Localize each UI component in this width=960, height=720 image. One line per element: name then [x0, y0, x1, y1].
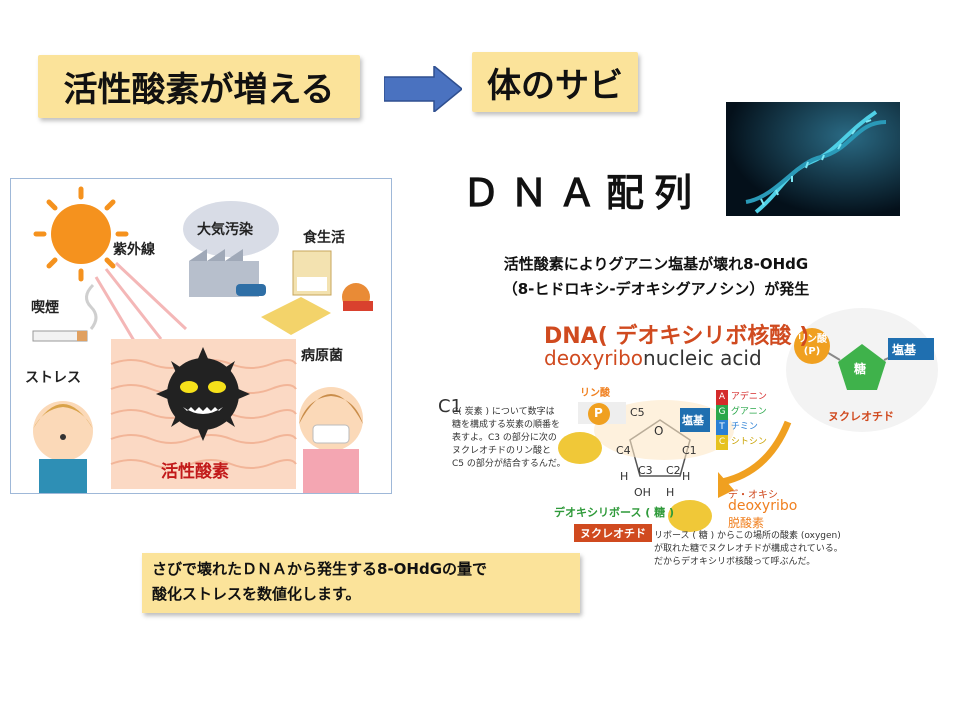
pentagon-phosphate-sub: (P) — [803, 346, 821, 357]
sugar-pentagon-icon — [838, 344, 886, 390]
uv-label: 紫外線 — [113, 242, 155, 258]
ribose-explanation: リボース ( 糖 ) からこの場所の酸素 (oxygen) が取れた糖でヌクレオ… — [654, 531, 843, 567]
smoking-label: 喫煙 — [31, 300, 59, 316]
germs-label: 病原菌 — [301, 348, 343, 364]
dna-diagram-title: DNA( デオキシリボ核酸 ) — [544, 324, 810, 349]
base-cytosine: C シトシン — [716, 435, 767, 450]
stress-label: ストレス — [25, 370, 81, 386]
factory-icon — [183, 201, 279, 297]
phosphate-circle-icon — [794, 328, 830, 364]
pentagon-sugar-label: 糖 — [854, 362, 867, 376]
body-rust-label: 体のサビ — [472, 52, 638, 112]
mascot-left-icon — [558, 432, 602, 464]
c5-label: C5 — [630, 406, 645, 419]
oh-label: OH — [634, 486, 651, 499]
c2-label: C2 — [666, 464, 681, 477]
c1-label: C1 — [682, 444, 697, 457]
phosphate-label: リン酸 — [580, 388, 610, 399]
quantify-oxidative-stress-box: さびで壊れたＤＮＡから発生する8-OHdGの量で 酸化ストレスを数値化します。 — [142, 553, 580, 613]
cause-line-2: （8-ヒドロキシ-デオキシグアノシン）が発生 — [502, 280, 810, 298]
p-label: P — [594, 406, 603, 420]
o-label: O — [654, 424, 664, 438]
dna-sequence-title: ＤＮＡ配列 — [462, 171, 703, 215]
nucleic-acid-text: nucleic acid — [643, 346, 762, 370]
sun-icon — [33, 186, 129, 282]
bottom-line-2: 酸化ストレスを数値化します。 — [152, 585, 361, 603]
active-oxygen-label: 活性酸素 — [161, 462, 229, 482]
cigarette-icon — [32, 283, 98, 342]
dna-helix-image — [726, 102, 900, 216]
mascot-right-icon — [668, 500, 712, 532]
base-guanine: G グアニン — [716, 405, 767, 420]
base-box-icon — [888, 338, 934, 360]
guanine-damage-text: 活性酸素によりグアニン塩基が壊れ8-OHdG （8-ヒドロキシ-デオキシグアノシ… — [466, 252, 846, 302]
food-icon — [261, 250, 373, 335]
right-arrow-icon — [384, 66, 462, 112]
h-right-label: H — [682, 470, 691, 483]
masked-woman-icon — [299, 387, 363, 493]
deoxyribo-text: deoxyribo — [544, 346, 644, 370]
active-oxygen-monster-icon — [156, 347, 250, 441]
pentagon-phosphate-name: リン酸 — [797, 334, 827, 345]
deoxyribose-label: デオキシリボース ( 糖 ) — [554, 506, 674, 519]
active-oxygen-increase-label: 活性酸素が増える — [38, 55, 360, 118]
c3-label: C3 — [638, 464, 653, 477]
pentagon-phosphate-label: リン酸 (P) — [790, 334, 834, 358]
c4-label: C4 — [616, 444, 631, 457]
base-thymine: T チミン — [716, 420, 767, 435]
base-types-list: A アデニン G グアニン T チミン C シトシン — [716, 390, 767, 450]
stressed-woman-icon — [33, 401, 93, 493]
h-bottom-label: H — [666, 486, 675, 499]
sugar-ring-base-label: 塩基 — [682, 414, 704, 427]
h-left-label: H — [620, 470, 629, 483]
pollution-label: 大気汚染 — [197, 222, 253, 238]
diet-label: 食生活 — [303, 230, 345, 246]
deoxyribo-label: deoxyribo — [728, 498, 798, 514]
oxidative-causes-illustration: 紫外線 大気汚染 食生活 喫煙 ストレス 病原菌 活性酸素 — [10, 178, 392, 494]
de-oxy-label: デ・オキシ — [728, 490, 778, 501]
p-circle-icon — [588, 403, 610, 425]
dna-structure-diagram: DNA( デオキシリボ核酸 ) deoxyribonucleic acid リン… — [428, 300, 940, 592]
pentagon-base-label: 塩基 — [892, 343, 917, 357]
base-adenine: A アデニン — [716, 390, 767, 405]
pentagon-nucleotide-label: ヌクレオチド — [828, 410, 894, 423]
bottom-line-1: さびで壊れたＤＮＡから発生する8-OHdGの量で — [152, 560, 488, 578]
nucleotide-badge: ヌクレオチド — [574, 524, 652, 542]
datsu-sanso-label: 脱酸素 — [728, 516, 765, 530]
cause-line-1: 活性酸素によりグアニン塩基が壊れ8-OHdG — [503, 255, 809, 273]
carbon-explanation: C( 炭素 ) について数字は 糖を構成する炭素の順番を 表すよ。C3 の部分に… — [452, 407, 566, 469]
dna-english-name: deoxyribonucleic acid — [544, 346, 762, 370]
c1-big-label: C1 — [438, 396, 463, 417]
